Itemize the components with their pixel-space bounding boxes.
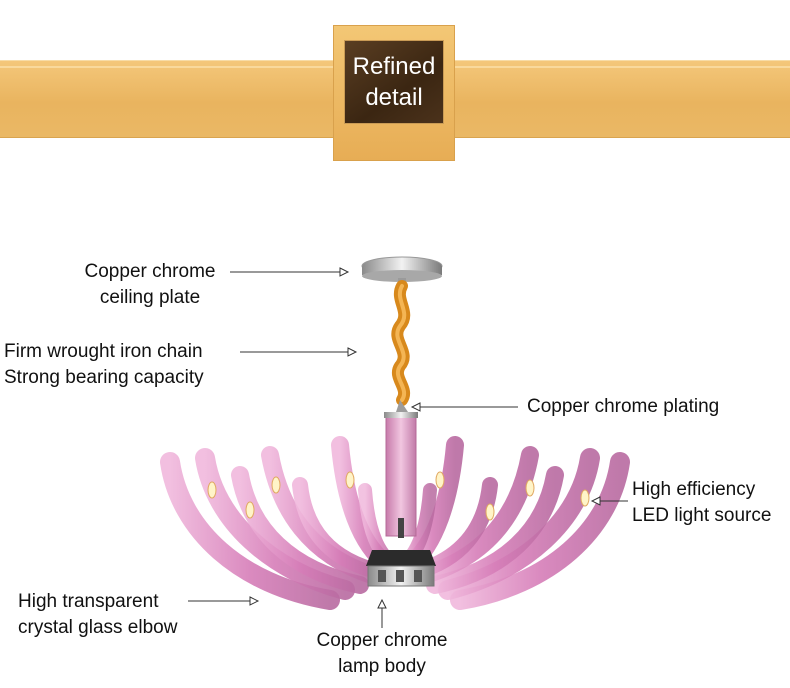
title-badge: Refined detail	[344, 40, 444, 124]
label-lamp-body-line1: Copper chrome	[316, 630, 448, 651]
glass-arms	[160, 436, 630, 610]
title-line-1: Refined	[352, 53, 436, 80]
label-led-line1: High efficiency	[632, 479, 756, 500]
central-stem	[384, 412, 418, 538]
label-chain-line2: Strong bearing capacity	[4, 367, 204, 388]
label-lamp-body-line2: lamp body	[338, 656, 426, 677]
label-ceiling-plate-line2: ceiling plate	[99, 287, 201, 308]
led-bulbs	[207, 471, 590, 521]
label-ceiling-plate-line1: Copper chrome	[84, 261, 216, 282]
label-glass-line2: crystal glass elbow	[18, 617, 178, 638]
lamp-body	[366, 550, 436, 587]
label-led: High efficiency LED light source	[632, 477, 771, 529]
label-lamp-body: Copper chrome lamp body	[300, 628, 464, 680]
chain	[391, 280, 411, 412]
label-chain-line1: Firm wrought iron chain	[4, 341, 203, 362]
label-glass-line1: High transparent	[18, 591, 159, 612]
label-plating-line1: Copper chrome plating	[527, 396, 720, 417]
ceiling-plate	[361, 256, 443, 286]
label-chain: Firm wrought iron chain Strong bearing c…	[4, 339, 204, 391]
label-glass: High transparent crystal glass elbow	[18, 589, 177, 641]
callout-lines	[188, 267, 628, 628]
title-line-2: detail	[365, 84, 423, 111]
label-plating: Copper chrome plating	[527, 394, 719, 420]
label-ceiling-plate: Copper chrome ceiling plate	[68, 259, 232, 311]
label-led-line2: LED light source	[632, 505, 772, 526]
